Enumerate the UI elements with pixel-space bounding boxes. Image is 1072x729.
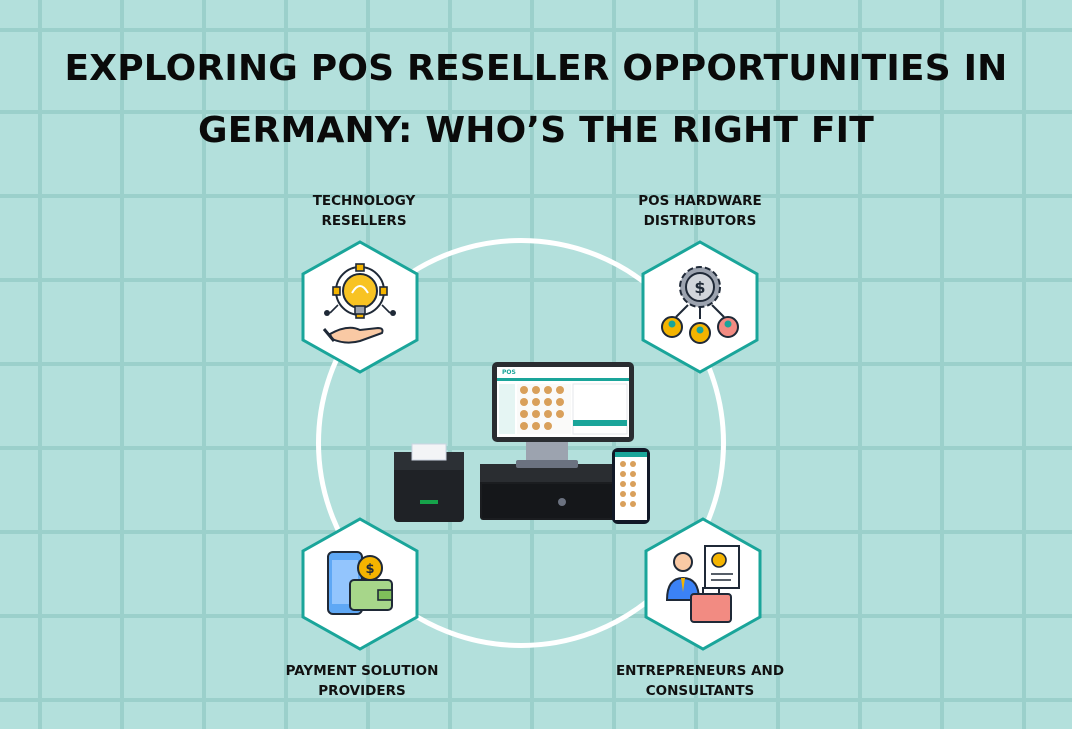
receipt-printer <box>394 443 464 522</box>
label-payment-solution-providers: PAYMENT SOLUTION PROVIDERS <box>252 661 472 701</box>
label-line: DISTRIBUTORS <box>643 213 757 229</box>
hex-pos-hardware-distributors: $ <box>641 240 759 374</box>
label-pos-hardware-distributors: POS HARDWARE DISTRIBUTORS <box>590 191 810 231</box>
label-line: ENTREPRENEURS AND <box>615 663 785 679</box>
pos-hardware-illustration: POS <box>394 362 650 524</box>
connector-ring <box>316 238 726 648</box>
svg-text:$: $ <box>365 562 374 577</box>
businessman-briefcase-icon <box>665 545 740 623</box>
pos-logo: POS <box>502 369 516 376</box>
label-line: RESELLERS <box>321 213 407 229</box>
page-title: EXPLORING POS RESELLER OPPORTUNITIES IN … <box>0 38 1072 162</box>
label-line: POS HARDWARE <box>638 193 762 209</box>
mobile-phone <box>612 448 650 524</box>
dollar-gear-network-icon: $ <box>661 266 739 344</box>
phone-wallet-coin-icon: $ <box>327 551 393 615</box>
label-technology-resellers: TECHNOLOGY RESELLERS <box>254 191 474 231</box>
hex-payment-solution-providers: $ <box>301 517 419 651</box>
hex-technology-resellers <box>301 240 419 374</box>
svg-text:$: $ <box>694 278 705 297</box>
label-line: CONSULTANTS <box>645 683 755 699</box>
pos-monitor: POS <box>492 362 634 442</box>
label-line: PROVIDERS <box>318 683 406 699</box>
label-line: TECHNOLOGY <box>312 193 416 209</box>
hex-entrepreneurs-consultants <box>644 517 762 651</box>
label-line: PAYMENT SOLUTION <box>285 663 439 679</box>
lightbulb-gear-hand-icon <box>322 263 396 344</box>
label-entrepreneurs-consultants: ENTREPRENEURS AND CONSULTANTS <box>590 661 810 701</box>
title-line-1: EXPLORING POS RESELLER OPPORTUNITIES IN <box>64 48 1008 89</box>
title-line-2: GERMANY: WHO’S THE RIGHT FIT <box>198 110 874 151</box>
cash-drawer <box>480 464 616 520</box>
